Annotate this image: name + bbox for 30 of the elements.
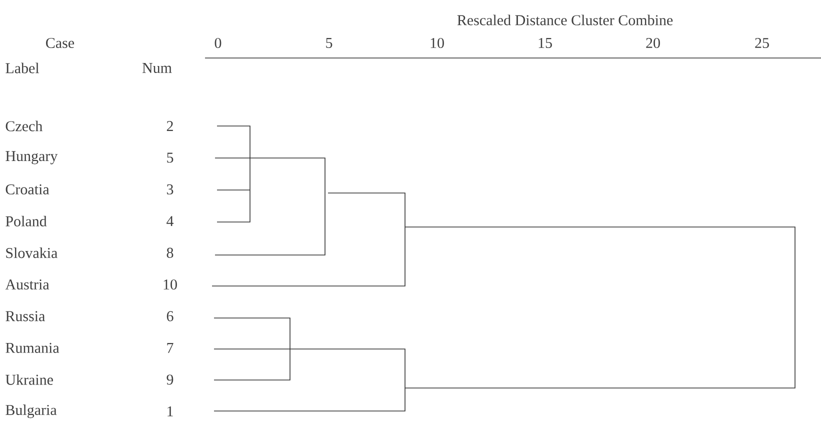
case-label: Czech — [6, 120, 42, 132]
case-label: Slovakia — [6, 248, 58, 258]
case-number: 2 — [166, 121, 173, 131]
column-header: Label — [6, 62, 40, 74]
case-number: 4 — [166, 216, 174, 226]
tick-label: 20 — [646, 38, 660, 48]
case-number: 6 — [166, 311, 174, 322]
tick-label: 0 — [214, 38, 222, 48]
case-label: Croatia — [6, 184, 50, 194]
tick-label: 25 — [755, 38, 769, 48]
case-label: Russia — [6, 311, 45, 322]
case-label: Poland — [6, 216, 47, 226]
axis-title: Rescaled Distance Cluster Combine — [457, 14, 673, 26]
case-number: 10 — [164, 279, 177, 290]
case-label: Ukraine — [6, 374, 53, 385]
column-header: Case — [46, 38, 74, 48]
tick-label: 15 — [538, 38, 552, 48]
case-number: 1 — [168, 406, 173, 416]
case-number: 8 — [166, 248, 174, 258]
tick-label: 10 — [430, 38, 444, 48]
case-label: Rumania — [6, 342, 60, 353]
tick-label: 5 — [326, 38, 332, 48]
case-number: 9 — [166, 374, 174, 385]
case-number: 5 — [167, 152, 174, 163]
case-label: Austria — [5, 279, 50, 290]
case-number: 7 — [167, 343, 174, 353]
case-number: 3 — [166, 184, 174, 194]
case-label: Bulgaria — [6, 404, 57, 418]
column-header: Num — [142, 63, 172, 73]
case-label: Hungary — [6, 151, 58, 164]
